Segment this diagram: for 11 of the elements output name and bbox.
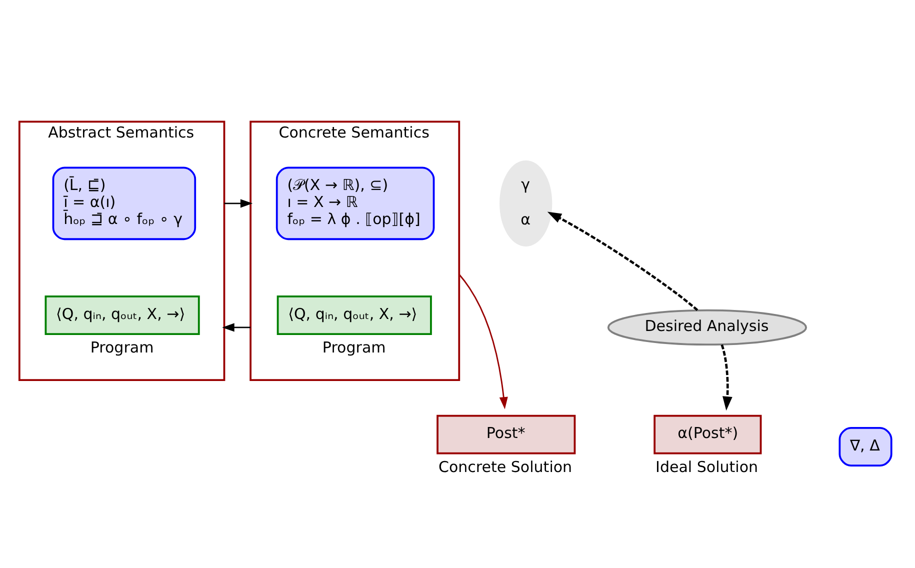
node-label: Program [322, 338, 386, 356]
arrow [222, 322, 251, 332]
arrow [720, 344, 732, 410]
arrow [458, 273, 508, 409]
arrow [224, 198, 253, 208]
node-label: Concrete Solution [438, 457, 572, 476]
node-label: Program [90, 338, 154, 356]
arrow [547, 211, 698, 311]
node-ellipse: Desired Analysis [607, 308, 807, 346]
node-ellipse: γ α [500, 160, 552, 246]
node-label: Ideal Solution [656, 457, 758, 476]
